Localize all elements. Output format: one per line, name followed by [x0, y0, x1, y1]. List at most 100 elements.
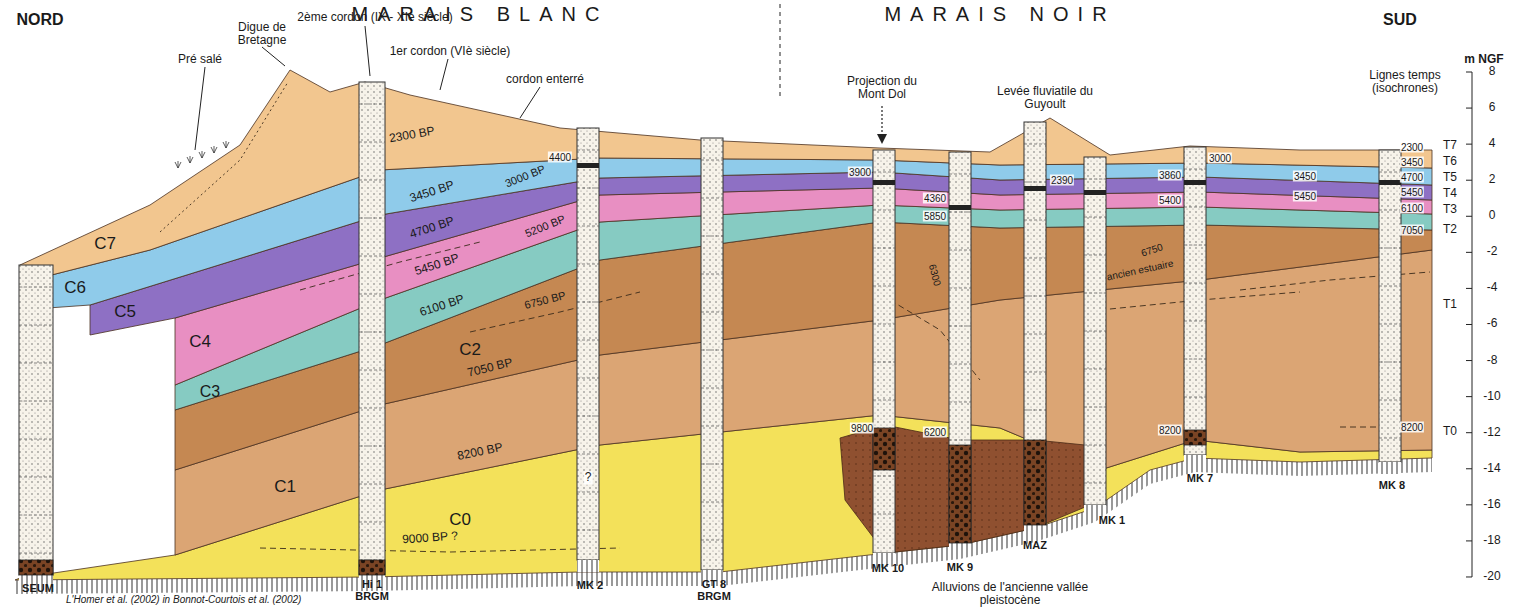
core-division: [577, 264, 599, 265]
core-division: [19, 553, 53, 554]
dashed-isochrone: [300, 242, 480, 290]
grass-symbol: [175, 161, 181, 168]
core-division: [359, 332, 385, 333]
section-label: Hi 1 BRGM: [352, 578, 392, 602]
section-label: 3000: [1208, 153, 1232, 164]
gravel-level: [19, 560, 53, 575]
core-division: [701, 350, 723, 351]
axis-tick: [1466, 216, 1472, 217]
axis-tick: [1466, 252, 1472, 253]
section-label: 3450: [1400, 157, 1424, 168]
gravel-level: [873, 428, 895, 470]
section-label: 8200: [1158, 425, 1182, 436]
peat-marker: [1184, 180, 1206, 185]
section-label: MK 1: [1099, 514, 1125, 526]
core-division: [1184, 397, 1206, 398]
section-label: 2300: [1400, 142, 1424, 153]
section-label: T5: [1443, 171, 1457, 184]
section-label: T0: [1443, 425, 1457, 438]
section-label: T7: [1443, 139, 1457, 152]
axis-tick: [1466, 108, 1472, 109]
section-label: 4: [1489, 138, 1496, 151]
core-division: [1184, 283, 1206, 284]
core-division: [701, 236, 723, 237]
section-label: 5450: [1293, 191, 1317, 202]
core-division: [1184, 207, 1206, 208]
borehole-column: [949, 152, 971, 543]
borehole-base-hatch: [1184, 455, 1206, 467]
section-label: -10: [1483, 390, 1500, 403]
section-label: cordon enterré: [506, 73, 584, 86]
core-division: [1379, 172, 1401, 173]
core-division: [577, 340, 599, 341]
core-division: [1084, 293, 1106, 294]
leader-line: [262, 47, 285, 66]
borehole-base-hatch: [1379, 462, 1401, 474]
section-label: T2: [1443, 223, 1457, 236]
axis-tick: [1466, 324, 1472, 325]
core-division: [1379, 286, 1401, 287]
core-division: [949, 364, 971, 365]
section-label: MK 9: [947, 561, 973, 573]
section-label: -16: [1483, 498, 1500, 511]
core-division: [873, 400, 895, 401]
arrow-head: [877, 134, 887, 144]
section-label: 8: [1489, 65, 1496, 78]
core-division: [701, 198, 723, 199]
section-label: 2ème cordon (IX - XIè siècle): [297, 11, 452, 24]
gravel-level: [1024, 440, 1046, 525]
axis-tick: [1466, 540, 1472, 541]
core-division: [19, 515, 53, 516]
projection-leader: [881, 106, 882, 136]
core-division: [1084, 483, 1106, 484]
section-label: 9800: [850, 423, 874, 434]
core-division: [949, 402, 971, 403]
core-division: [1024, 258, 1046, 259]
section-label: 8200: [1400, 422, 1424, 433]
borehole-column: [359, 82, 385, 575]
core-division: [359, 142, 385, 143]
core-division: [873, 476, 895, 477]
core-division: [359, 484, 385, 485]
axis-tick: [1466, 576, 1472, 577]
gravel-level: [359, 560, 385, 575]
grass-symbol: [211, 146, 217, 153]
borehole-column: [1024, 122, 1046, 525]
axis-tick: [1466, 180, 1472, 181]
core-division: [577, 416, 599, 417]
core-division: [359, 446, 385, 447]
core-division: [1379, 324, 1401, 325]
peat-marker: [949, 205, 971, 210]
section-label: 6: [1489, 101, 1496, 114]
core-division: [701, 160, 723, 161]
borehole-base-hatch: [1024, 525, 1046, 537]
layer-c7: [20, 70, 1432, 283]
core-division: [1024, 296, 1046, 297]
core-division: [949, 174, 971, 175]
core-division: [1024, 182, 1046, 183]
borehole-column: [873, 150, 895, 553]
borehole-column: [701, 138, 723, 570]
core-division: [577, 150, 599, 151]
section-label: 2: [1489, 174, 1496, 187]
axis-tick: [1466, 72, 1472, 73]
peat-marker: [577, 163, 599, 168]
core-division: [359, 218, 385, 219]
core-division: [1024, 220, 1046, 221]
core-division: [19, 325, 53, 326]
leader-line: [440, 59, 448, 90]
section-label: -18: [1483, 534, 1500, 547]
section-label: T6: [1443, 155, 1457, 168]
core-division: [701, 388, 723, 389]
borehole-column: [1184, 147, 1206, 455]
core-division: [873, 248, 895, 249]
grass-symbol: [223, 141, 229, 148]
section-label: Pré salé: [178, 53, 222, 66]
section-label: 4360: [923, 193, 947, 204]
core-division: [359, 408, 385, 409]
section-label: 4700: [1400, 172, 1424, 183]
core-division: [577, 188, 599, 189]
section-label: MAZ: [1023, 539, 1047, 551]
section-label: Alluvions de l'ancienne vallée pleistocè…: [910, 581, 1110, 607]
